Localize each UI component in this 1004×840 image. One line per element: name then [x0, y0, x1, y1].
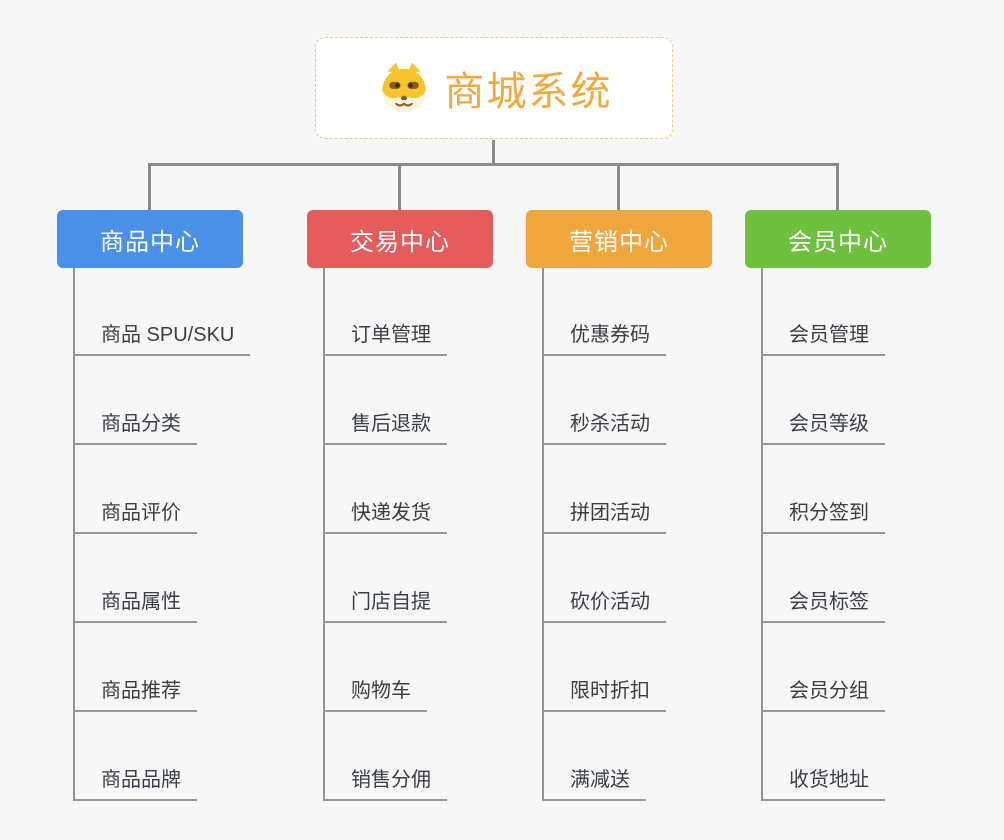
connector-drop-member-center	[836, 163, 839, 210]
leaf-item[interactable]: 快递发货	[323, 494, 447, 534]
branch-column-member-center: 会员管理会员等级积分签到会员标签会员分组收货地址	[761, 268, 991, 801]
leaf-item[interactable]: 购物车	[323, 672, 427, 712]
leaf-item[interactable]: 商品品牌	[73, 761, 197, 801]
leaf-item[interactable]: 商品评价	[73, 494, 197, 534]
connector-root-stub	[492, 140, 495, 165]
branch-column-marketing-center: 优惠券码秒杀活动拼团活动砍价活动限时折扣满减送	[542, 268, 772, 801]
leaf-item[interactable]: 满减送	[542, 761, 646, 801]
dog-icon	[381, 62, 426, 113]
leaf-item[interactable]: 优惠券码	[542, 316, 666, 356]
root-node-mall-system[interactable]: 商城系统	[315, 37, 673, 139]
leaf-item[interactable]: 门店自提	[323, 583, 447, 623]
leaf-item[interactable]: 商品推荐	[73, 672, 197, 712]
leaf-item[interactable]: 商品 SPU/SKU	[73, 316, 251, 356]
leaf-item[interactable]: 会员标签	[761, 583, 885, 623]
leaf-item[interactable]: 砍价活动	[542, 583, 666, 623]
leaf-item[interactable]: 会员分组	[761, 672, 885, 712]
branch-node-member-center[interactable]: 会员中心	[745, 210, 931, 268]
leaf-item[interactable]: 订单管理	[323, 316, 447, 356]
leaf-item[interactable]: 销售分佣	[323, 761, 447, 801]
leaf-item[interactable]: 商品分类	[73, 405, 197, 445]
root-title: 商城系统	[444, 70, 613, 114]
connector-horizontal	[149, 163, 839, 166]
connector-drop-marketing-center	[617, 163, 620, 210]
branch-column-product-center: 商品 SPU/SKU 商品分类商品评价商品属性商品推荐商品品牌	[73, 268, 303, 801]
leaf-item[interactable]: 秒杀活动	[542, 405, 666, 445]
leaf-item[interactable]: 售后退款	[323, 405, 447, 445]
branch-node-marketing-center[interactable]: 营销中心	[526, 210, 712, 268]
leaf-item[interactable]: 会员管理	[761, 316, 885, 356]
branch-node-trade-center[interactable]: 交易中心	[307, 210, 493, 268]
branch-node-product-center[interactable]: 商品中心	[57, 210, 243, 268]
connector-drop-product-center	[148, 163, 151, 210]
leaf-item[interactable]: 会员等级	[761, 405, 885, 445]
leaf-item[interactable]: 拼团活动	[542, 494, 666, 534]
leaf-item[interactable]: 商品属性	[73, 583, 197, 623]
connector-drop-trade-center	[398, 163, 401, 210]
leaf-item[interactable]: 积分签到	[761, 494, 885, 534]
branch-column-trade-center: 订单管理售后退款快递发货门店自提购物车销售分佣	[323, 268, 553, 801]
leaf-item[interactable]: 收货地址	[761, 761, 885, 801]
leaf-item[interactable]: 限时折扣	[542, 672, 666, 712]
